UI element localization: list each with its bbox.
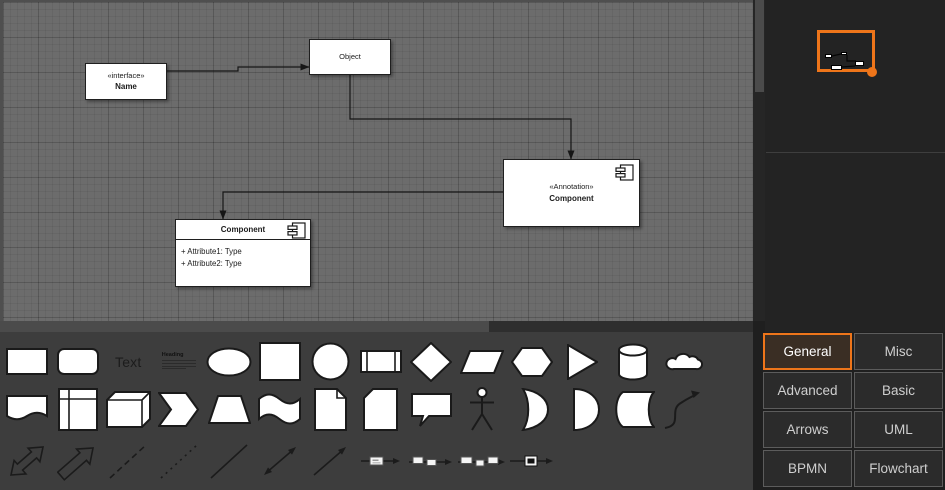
palette-shape-arrow[interactable]	[53, 440, 104, 483]
palette-shape-internal-storage[interactable]	[53, 388, 104, 431]
shape-palette: Text Heading	[0, 332, 753, 490]
category-misc-button[interactable]: Misc	[854, 333, 943, 370]
node-label: «interface»Name	[107, 70, 145, 92]
uml-component-icon	[615, 164, 634, 181]
category-uml-button[interactable]: UML	[854, 411, 943, 448]
palette-shape-hexagon[interactable]	[507, 346, 558, 377]
palette-shape-line[interactable]	[204, 442, 255, 481]
palette-shape-step[interactable]	[154, 392, 205, 427]
horizontal-scrollbar[interactable]	[0, 321, 753, 332]
palette-shape-process[interactable]	[356, 350, 407, 373]
outline-minimap[interactable]	[753, 0, 945, 332]
category-general-button[interactable]: General	[763, 333, 852, 370]
node-attributes: + Attribute1: Type+ Attribute2: Type	[181, 247, 242, 269]
palette-shape-textbox[interactable]: Heading	[154, 352, 205, 370]
palette-shape-note[interactable]	[305, 388, 356, 431]
uml-component-icon	[287, 222, 306, 239]
palette-shape-or[interactable]	[507, 388, 558, 431]
palette-shape-bidirectional-connector[interactable]	[255, 443, 306, 480]
palette-shape-link-dark[interactable]	[507, 453, 558, 469]
palette-shape-and[interactable]	[558, 388, 609, 431]
palette-shape-link-labels-3[interactable]	[457, 453, 508, 469]
right-panel	[765, 0, 945, 332]
palette-shape-ellipse[interactable]	[204, 347, 255, 377]
palette-shape-directional-connector[interactable]	[305, 443, 356, 480]
palette-shape-square[interactable]	[255, 342, 306, 381]
minimap-shape	[831, 65, 842, 70]
category-flowchart-button[interactable]: Flowchart	[854, 450, 943, 487]
category-arrows-button[interactable]: Arrows	[763, 411, 852, 448]
panel-divider	[766, 152, 945, 153]
node-label: Object	[339, 52, 361, 62]
palette-shape-callout[interactable]	[406, 392, 457, 427]
palette-row-2	[0, 385, 753, 434]
minimap-shape	[841, 52, 847, 55]
palette-shape-bidirectional-arrow[interactable]	[2, 441, 53, 482]
palette-shape-link-labels-2[interactable]	[406, 453, 457, 469]
canvas-node-object[interactable]: Object	[309, 39, 391, 75]
outline-resize-handle[interactable]	[867, 67, 877, 77]
palette-shape-triangle[interactable]	[558, 343, 609, 380]
category-bpmn-button[interactable]: BPMN	[763, 450, 852, 487]
palette-shape-dotted-line[interactable]	[154, 442, 205, 481]
palette-shape-link[interactable]	[356, 453, 407, 469]
palette-shape-cube[interactable]	[103, 391, 154, 428]
outline-viewport[interactable]	[817, 30, 875, 72]
minimap-shape	[825, 54, 832, 58]
palette-shape-parallelogram[interactable]	[457, 349, 508, 374]
palette-shape-diamond[interactable]	[406, 341, 457, 382]
palette-row-1: Text Heading	[0, 338, 753, 385]
palette-shape-document[interactable]	[2, 395, 53, 424]
palette-shape-card[interactable]	[356, 388, 407, 431]
canvas-node-component[interactable]: Component + Attribute1: Type+ Attribute2:…	[175, 219, 311, 287]
palette-shape-rounded-rectangle[interactable]	[53, 348, 104, 375]
canvas-node-interface[interactable]: «interface»Name	[85, 63, 167, 100]
palette-shape-actor[interactable]	[457, 387, 508, 432]
palette-shape-curve[interactable]	[659, 388, 710, 431]
vertical-scrollbar-thumb[interactable]	[755, 0, 764, 92]
palette-shape-rectangle[interactable]	[2, 348, 53, 375]
category-basic-button[interactable]: Basic	[854, 372, 943, 409]
vertical-scrollbar[interactable]	[753, 0, 765, 321]
palette-shape-dashed-line[interactable]	[103, 442, 154, 481]
palette-row-3	[0, 434, 753, 488]
horizontal-scrollbar-thumb[interactable]	[0, 321, 489, 332]
minimap-shape	[855, 61, 864, 66]
category-advanced-button[interactable]: Advanced	[763, 372, 852, 409]
node-label: «Annotation»Component	[549, 182, 594, 203]
palette-shape-data-storage[interactable]	[608, 391, 659, 428]
palette-shape-cylinder[interactable]	[608, 343, 659, 381]
palette-shape-cloud[interactable]	[659, 348, 710, 375]
canvas[interactable]: «interface»Name Object «Annotation»Compone…	[0, 0, 753, 321]
canvas-node-annotation-component[interactable]: «Annotation»Component	[503, 159, 640, 227]
palette-shape-tape[interactable]	[255, 393, 306, 426]
palette-shape-circle[interactable]	[305, 342, 356, 381]
palette-shape-trapezoid[interactable]	[204, 395, 255, 424]
node-title: Component	[176, 220, 310, 240]
palette-shape-text[interactable]: Text	[115, 353, 142, 370]
